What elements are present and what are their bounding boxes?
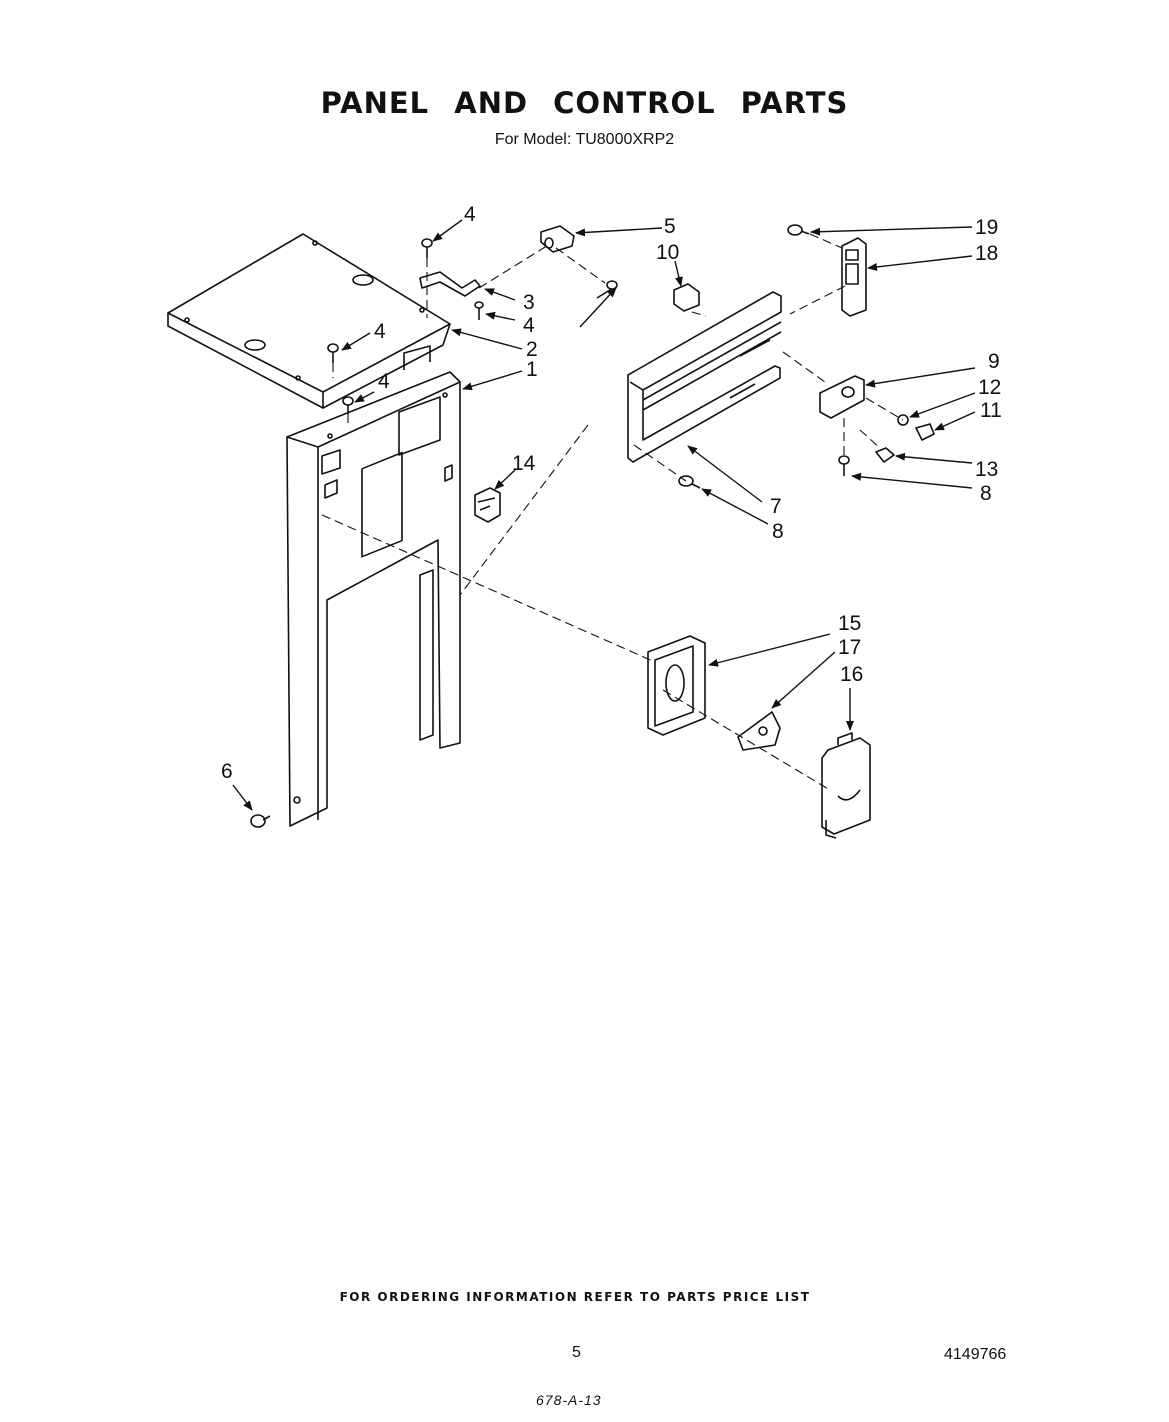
document-number: 4149766 [944,1346,1007,1363]
screw-part-4-a [421,238,433,258]
screw-part-6 [250,814,271,828]
callout-10: 10 [656,241,679,264]
callout-8: 8 [980,482,992,505]
callout-9: 9 [988,350,1000,373]
callout-1: 1 [526,358,538,381]
callout-4: 4 [464,203,476,226]
switch-part-9 [819,375,865,419]
screw-part-8-a [838,455,850,476]
plate-part-16 [821,732,871,839]
callout-12: 12 [978,376,1001,399]
callout-5: 5 [664,215,676,238]
screw-part-4-b [474,301,484,320]
callout-15: 15 [838,612,861,635]
callout-19: 19 [975,216,998,239]
callout-2: 2 [526,338,538,361]
leader-arrows [232,219,976,811]
top-panel-part-2 [167,233,451,409]
callout-16: 16 [840,663,863,686]
callout-4: 4 [523,314,535,337]
ordering-note: FOR ORDERING INFORMATION REFER TO PARTS … [339,1290,811,1304]
control-panel-part-7 [627,291,782,463]
model-subtitle: For Model: TU8000XRP2 [494,131,675,148]
handwritten-code: 678-A-13 [536,1392,602,1408]
bracket-part-3 [419,271,481,297]
callout-8: 8 [772,520,784,543]
page-title: PANEL AND CONTROL PARTS [320,86,849,120]
callout-17: 17 [838,636,861,659]
callout-11: 11 [980,399,1002,422]
component-part-13 [875,447,895,463]
knob-part-11 [915,423,935,441]
callout-6: 6 [221,760,233,783]
screw-part-4-c [327,343,339,363]
switch-part-14 [474,487,501,523]
clip-part-5 [540,225,575,253]
callout-7: 7 [770,495,782,518]
callout-18: 18 [975,242,998,265]
callout-labels: 4 5 10 19 18 3 4 4 2 1 4 9 12 11 14 13 8… [221,203,1002,783]
assembly-lines [321,233,904,791]
screw-part-4-d [342,396,354,414]
housing-part-15 [647,635,706,736]
callout-3: 3 [523,291,535,314]
callout-4: 4 [374,320,386,343]
page-number: 5 [572,1344,581,1361]
disc-part-17 [737,711,781,751]
switch-part-18 [841,237,867,317]
control-frame-part-1 [286,345,461,827]
callout-14: 14 [512,452,536,475]
screw-part-19 [787,224,810,236]
callout-4: 4 [378,370,390,393]
knob-part-10 [673,283,700,312]
callout-13: 13 [975,458,998,481]
